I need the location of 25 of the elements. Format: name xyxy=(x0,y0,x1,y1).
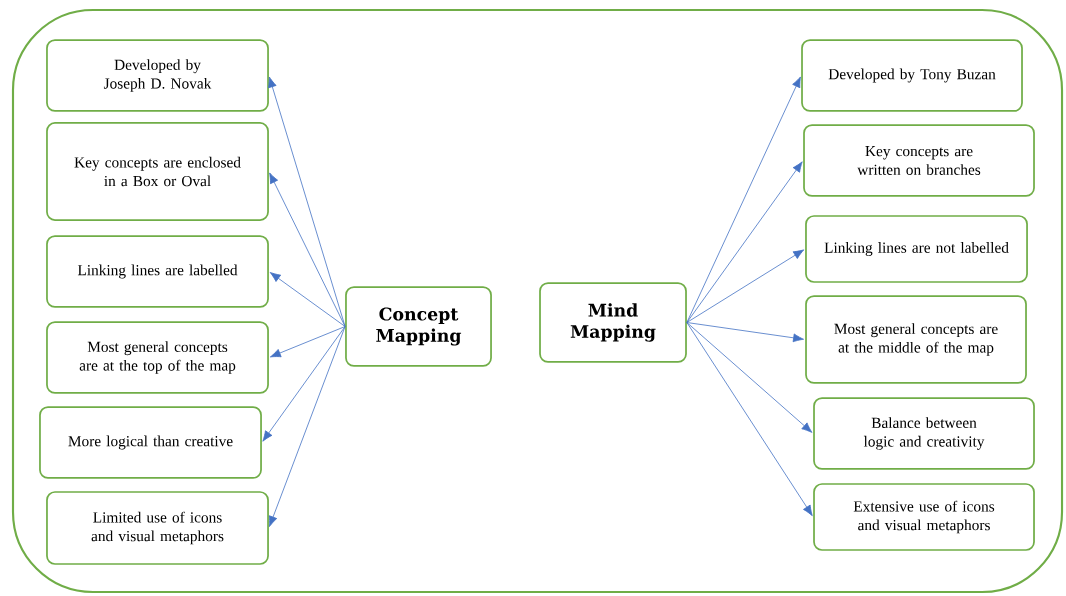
title-box: Mind Mapping xyxy=(539,282,687,363)
text-box: Linking lines are not labelled xyxy=(805,215,1028,283)
text-box: Developed by Joseph D. Novak xyxy=(46,39,269,112)
text-box: Limited use of icons and visual metaphors xyxy=(46,491,269,565)
arrow xyxy=(269,272,346,327)
text-box: Most general concepts are at the top of the map xyxy=(46,321,269,394)
text-box: More logical than creative xyxy=(39,406,262,479)
text-box: Developed by Tony Buzan xyxy=(801,39,1023,112)
arrow xyxy=(268,76,346,327)
arrow xyxy=(269,172,346,327)
arrow xyxy=(686,322,813,517)
title-box: Concept Mapping xyxy=(345,286,492,367)
text-box: Key concepts are enclosed in a Box or Oval xyxy=(46,122,269,221)
arrow xyxy=(270,326,346,358)
arrow xyxy=(686,322,804,343)
arrow xyxy=(268,326,346,527)
text-box: Balance between logic and creativity xyxy=(813,397,1035,470)
arrow xyxy=(686,161,803,323)
arrow xyxy=(262,326,346,442)
arrow xyxy=(686,322,813,433)
text-box: Linking lines are labelled xyxy=(46,235,269,308)
text-box: Key concepts are written on branches xyxy=(803,124,1035,197)
text-box: Extensive use of icons and visual metaphors xyxy=(813,483,1035,551)
text-box: Most general concepts are at the middle of the map xyxy=(805,295,1027,384)
arrow xyxy=(686,249,805,323)
